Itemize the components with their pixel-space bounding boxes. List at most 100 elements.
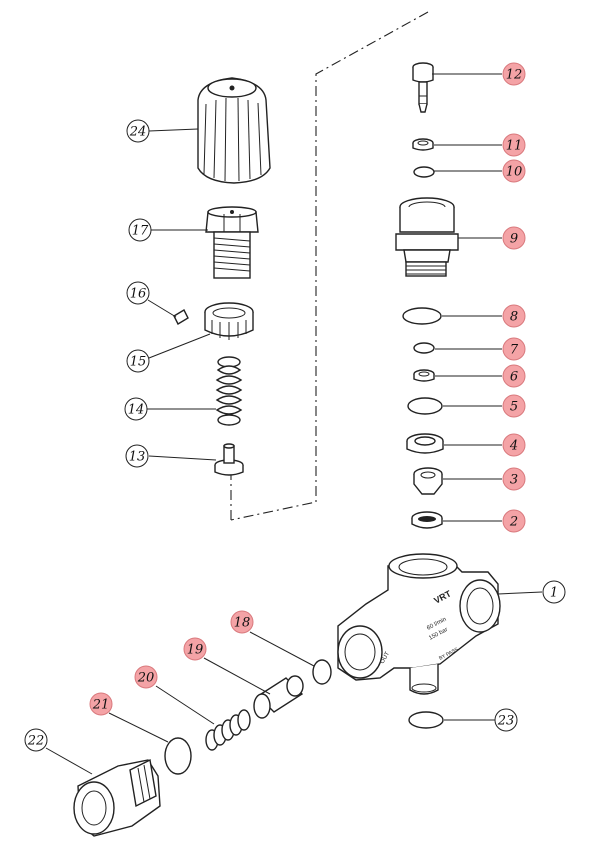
part-3-valve-cone [413, 467, 443, 495]
callout-circle [126, 119, 150, 143]
part-12-valve-stem [412, 62, 434, 113]
callout-5: 5 [502, 394, 526, 418]
callout-circle [24, 728, 48, 752]
part-16-grub-screw [173, 309, 189, 325]
assembly-axis-line [230, 11, 429, 521]
callout-15: 15 [126, 349, 150, 373]
callout-circle [126, 281, 150, 305]
callout-10: 10 [502, 159, 526, 183]
callout-4: 4 [502, 433, 526, 457]
callout-number: 9 [510, 232, 518, 247]
callout-16: 16 [126, 281, 150, 305]
part-5-o-ring [407, 397, 443, 415]
callout-3: 3 [502, 467, 526, 491]
callout-circle [502, 62, 526, 86]
callout-number: 13 [129, 450, 146, 465]
callout-number: 18 [234, 616, 251, 631]
part-23-o-ring [408, 711, 444, 729]
callout-number: 3 [510, 473, 518, 488]
callout-circle [502, 133, 526, 157]
part-9-valve-seat-housing [395, 197, 459, 277]
callout-number: 17 [132, 224, 149, 239]
callout-circle [542, 580, 566, 604]
callout-number: 20 [137, 671, 155, 686]
callout-24: 24 [126, 119, 150, 143]
callout-number: 7 [510, 343, 519, 358]
part-17-regulating-screw [205, 206, 259, 279]
part-18-washer [312, 659, 332, 685]
callout-number: 6 [510, 370, 518, 385]
callout-number: 10 [506, 165, 523, 180]
callout-8: 8 [502, 304, 526, 328]
callout-number: 22 [27, 734, 45, 749]
callout-circle [502, 433, 526, 457]
callout-circle [502, 337, 526, 361]
part-15-lock-nut [204, 302, 254, 340]
callout-circle [502, 159, 526, 183]
callout-number: 24 [129, 125, 147, 140]
callout-circle [502, 467, 526, 491]
callout-number: 23 [497, 714, 515, 729]
callout-circle [502, 394, 526, 418]
callout-circle [494, 708, 518, 732]
part-6-washer [413, 369, 435, 382]
callout-circle [502, 304, 526, 328]
callout-number: 11 [506, 139, 523, 154]
callout-number: 5 [510, 400, 518, 415]
callout-number: 4 [509, 439, 518, 454]
callout-22: 22 [24, 728, 48, 752]
part-1-valve-body: VRT 60 l/min 150 bar OUT BY PASS [337, 553, 501, 695]
part-21-o-ring [164, 737, 192, 775]
callout-number: 8 [510, 310, 518, 325]
leader-lines [45, 73, 543, 775]
callout-circle [89, 692, 113, 716]
part-7-o-ring [413, 342, 435, 354]
callout-number: 14 [128, 403, 145, 418]
callout-17: 17 [128, 218, 152, 242]
callout-21: 21 [89, 692, 113, 716]
callout-23: 23 [494, 708, 518, 732]
part-13-spring-seat [214, 443, 244, 476]
callout-14: 14 [124, 397, 148, 421]
callout-number: 1 [550, 586, 558, 601]
callout-circle [126, 349, 150, 373]
part-20-spring [205, 709, 251, 751]
part-2-seal-ring [411, 511, 443, 529]
callout-circle [128, 218, 152, 242]
callout-circle [502, 509, 526, 533]
part-24-handwheel-knob [197, 77, 271, 184]
callout-circle [183, 637, 207, 661]
callout-number: 15 [130, 355, 147, 370]
callout-number: 12 [506, 68, 523, 83]
callout-11: 11 [502, 133, 526, 157]
callout-number: 2 [509, 515, 518, 530]
callout-18: 18 [230, 610, 254, 634]
callout-1: 1 [542, 580, 566, 604]
part-11-bushing [412, 138, 434, 151]
part-10-o-ring [413, 166, 435, 178]
callout-19: 19 [183, 637, 207, 661]
callout-13: 13 [125, 444, 149, 468]
part-8-o-ring [402, 307, 442, 325]
callout-circle [502, 226, 526, 250]
callout-6: 6 [502, 364, 526, 388]
callout-9: 9 [502, 226, 526, 250]
callout-20: 20 [134, 665, 158, 689]
callout-circle [230, 610, 254, 634]
callout-number: 16 [130, 287, 147, 302]
callout-12: 12 [502, 62, 526, 86]
callout-number: 19 [187, 643, 204, 658]
part-22-inlet-fitting [73, 758, 161, 837]
body-out-label: OUT [380, 651, 392, 665]
callout-7: 7 [502, 337, 526, 361]
callout-2: 2 [502, 509, 526, 533]
part-14-spring [215, 356, 243, 426]
part-4-seal [406, 433, 444, 454]
callout-circle [502, 364, 526, 388]
callout-number: 21 [92, 698, 110, 713]
part-19-valve [253, 675, 304, 719]
callout-circle [125, 444, 149, 468]
callout-circle [134, 665, 158, 689]
